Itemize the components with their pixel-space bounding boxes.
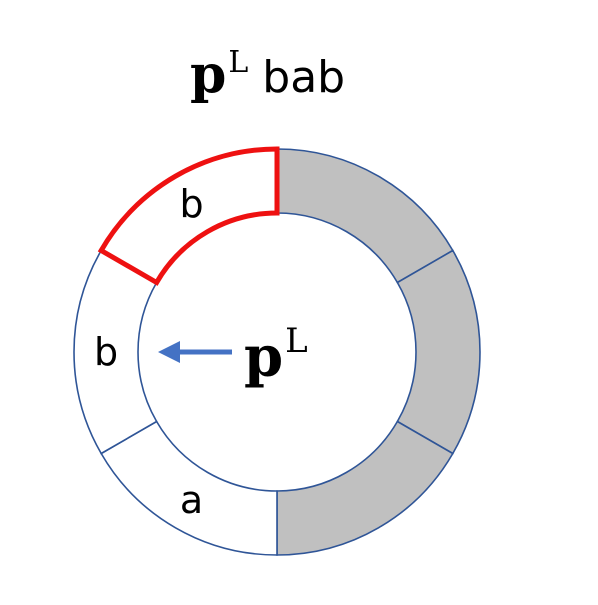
title-superscript: L xyxy=(228,45,248,80)
segment-label-5: b xyxy=(179,182,203,226)
segment-label-3: a xyxy=(180,478,203,522)
arrow-head xyxy=(158,341,180,363)
ring-segments xyxy=(73,146,481,556)
pointer-superscript: L xyxy=(285,321,308,361)
pointer-arrow xyxy=(158,341,232,363)
ring-labels: a b b xyxy=(94,182,204,522)
highlighted-segment-outline xyxy=(97,146,280,286)
ring-segment-1 xyxy=(396,249,481,455)
ring-segment-2 xyxy=(276,420,454,556)
pointer-label: pL xyxy=(244,321,308,390)
title-word: bab xyxy=(262,52,345,103)
pointer-symbol: p xyxy=(244,324,283,390)
title-symbol: p xyxy=(190,44,226,105)
segment-label-4: b xyxy=(94,330,118,374)
ring-segment-0 xyxy=(276,148,454,284)
